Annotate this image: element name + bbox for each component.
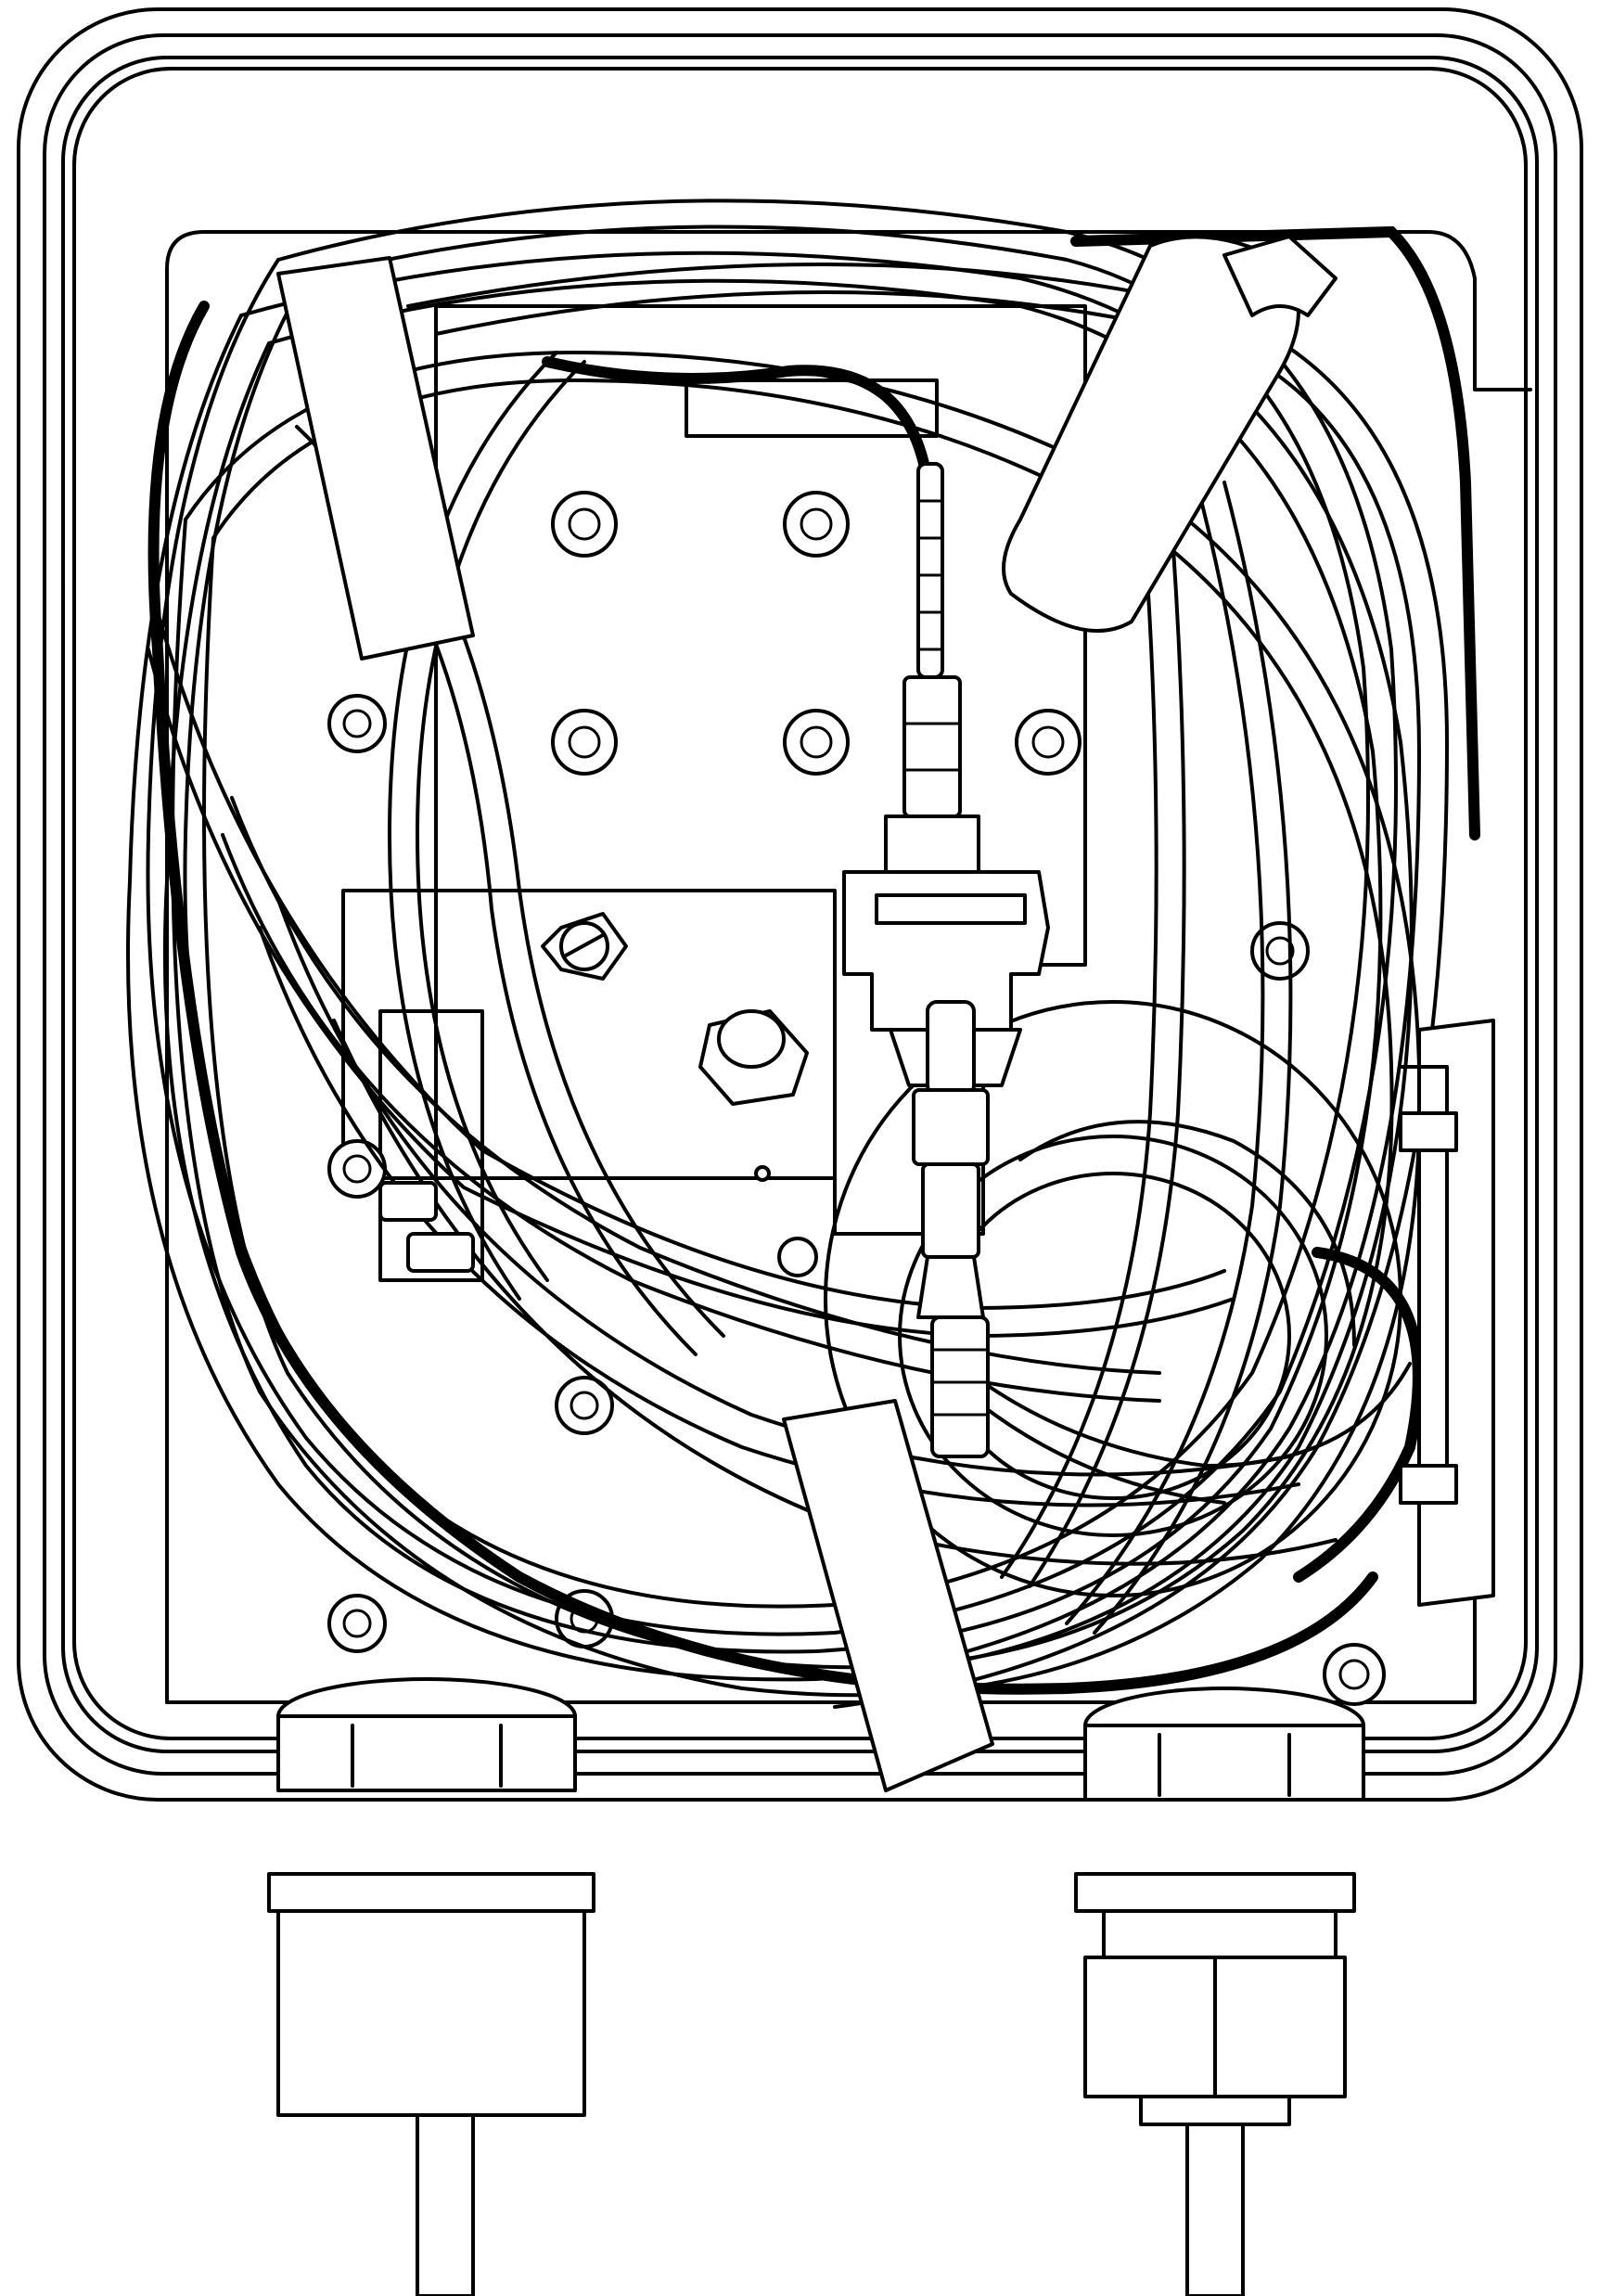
- sc-connector: [842, 462, 1050, 1458]
- external-gland-right: [1074, 1872, 1356, 2296]
- cable-straps: [276, 235, 1338, 1792]
- slotted-screw: [541, 912, 628, 981]
- external-gland-left: [267, 1872, 595, 2296]
- side-latch: [1399, 1019, 1495, 1607]
- standoff-posts: [327, 491, 1386, 1706]
- cable-clip: [378, 1181, 475, 1273]
- fiber-cable-coils: [126, 199, 1480, 1709]
- internal-gland-nuts: [276, 1677, 1365, 1802]
- enclosure-housing: [17, 7, 1583, 1802]
- hex-bolt: [698, 1009, 809, 1182]
